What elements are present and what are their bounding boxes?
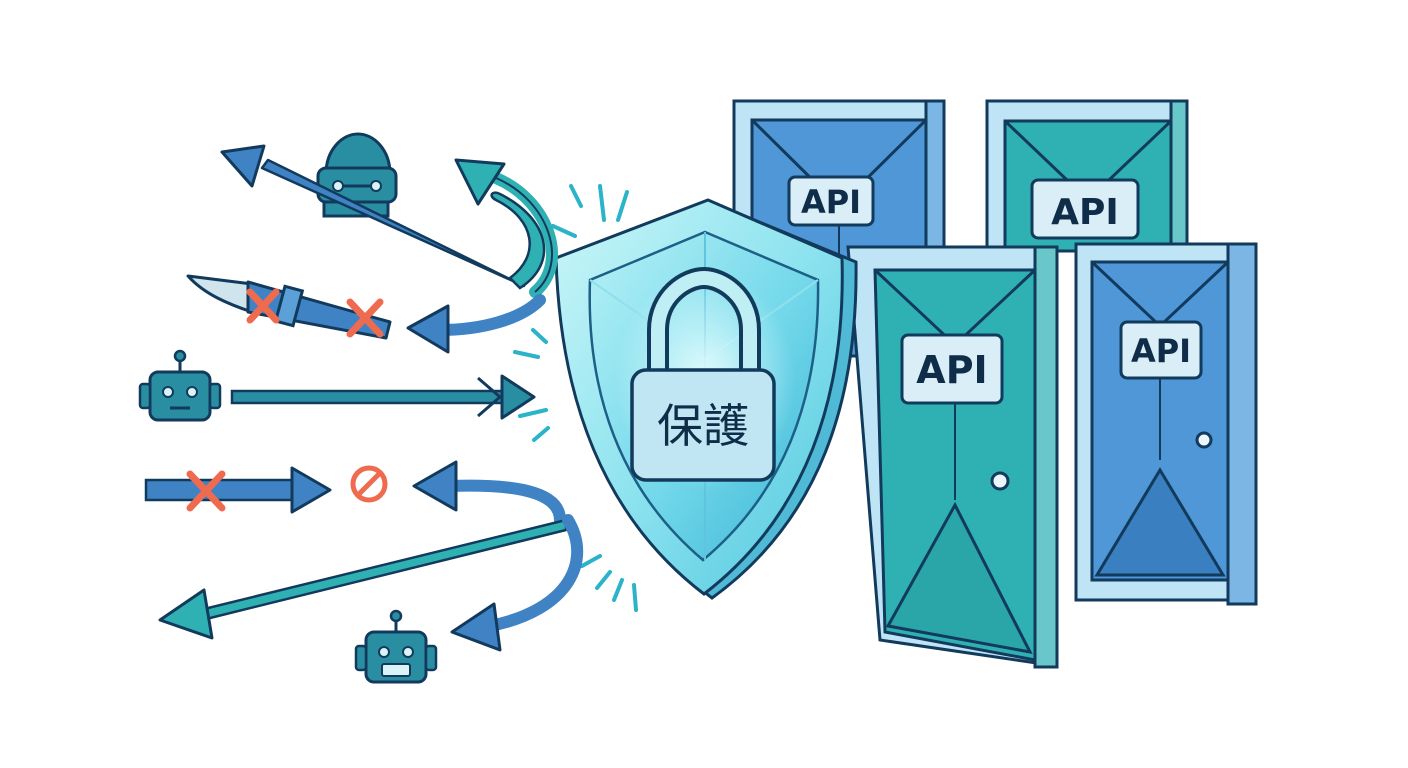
arrow-icon [220,144,526,288]
padlock-icon: 保護 [630,266,776,482]
api-label: API [801,183,861,221]
api-label-badge [1119,320,1203,380]
arrow-icon [454,158,558,298]
api-label-badge [787,175,875,227]
block-icon [350,465,388,503]
api-door-back-right: API [985,99,1189,253]
lock-label: 保護 [657,399,749,453]
door-knob [1195,431,1213,449]
arrow-icon [144,466,332,514]
api-door-front-right: API [1074,242,1258,606]
door-knob [990,471,1010,491]
x-mark-icon [186,470,226,512]
arrow-icon [412,460,566,526]
arrow-icon [406,294,546,354]
api-label-badge [900,333,1004,405]
arrow-icon [450,514,584,652]
api-label-badge [1030,178,1140,240]
robot-icon [354,609,438,684]
api-label: API [916,348,987,392]
api-label: API [1051,192,1119,233]
knife-icon [186,274,392,340]
x-mark-icon [246,288,280,324]
api-door-front-left: API [846,245,1059,669]
robot-icon [138,349,222,422]
api-label: API [1131,332,1191,370]
arrow-icon [158,518,568,640]
arrow-icon [230,374,536,420]
x-mark-icon [346,298,384,338]
